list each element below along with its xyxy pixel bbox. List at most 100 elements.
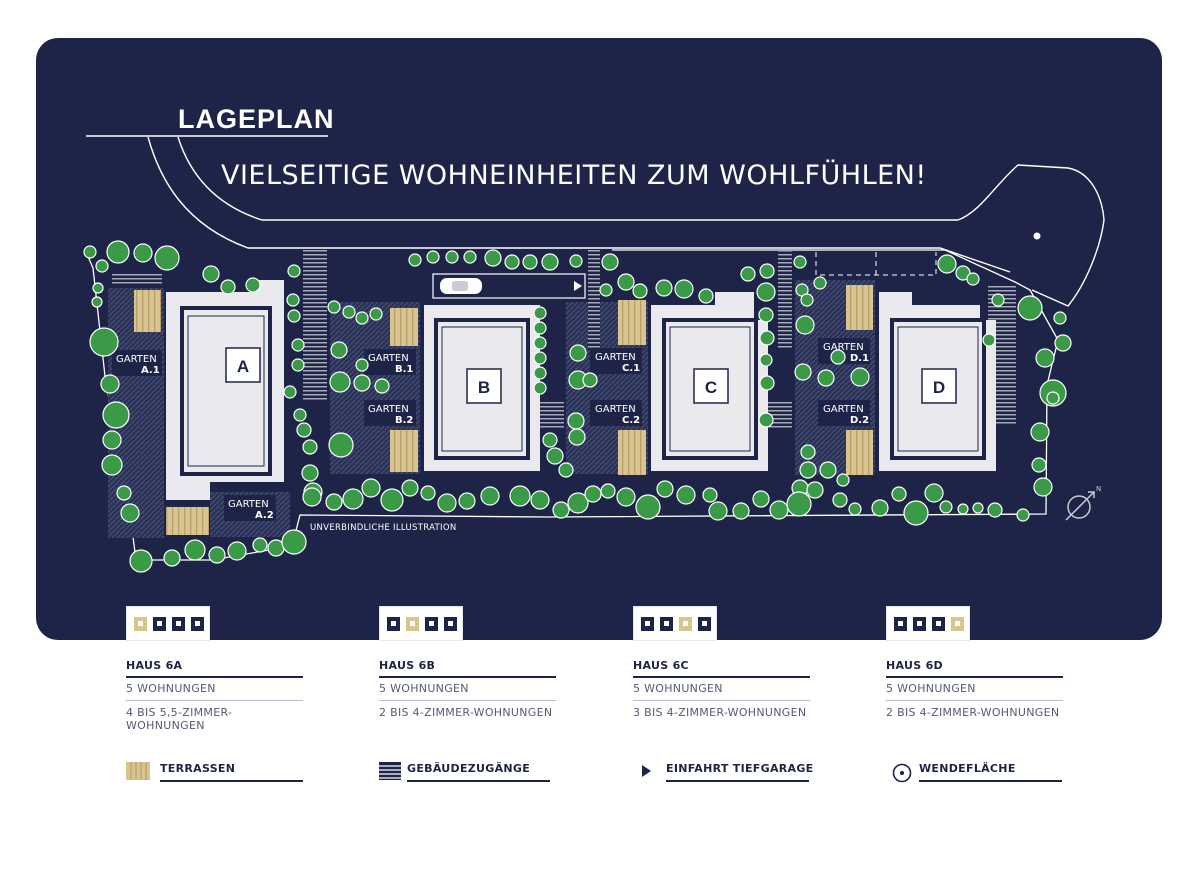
tree-icon <box>903 500 929 526</box>
tree-icon <box>732 502 750 520</box>
tree-icon <box>302 439 318 455</box>
garage-entrance <box>432 273 586 299</box>
tree-icon <box>542 432 558 448</box>
tree-icon <box>793 255 807 269</box>
tree-icon <box>584 485 602 503</box>
access-road <box>147 136 1105 307</box>
svg-text:D.2: D.2 <box>850 415 869 426</box>
tree-icon <box>509 485 531 507</box>
tree-icon <box>937 254 957 274</box>
turning-area-icon <box>892 763 912 783</box>
tree-icon <box>245 277 261 293</box>
tree-icon <box>202 265 220 283</box>
tree-icon <box>522 254 538 270</box>
tree-icon <box>353 374 371 392</box>
building-a: A <box>166 280 284 500</box>
house-rooms: 2 BIS 4-ZIMMER-WOHNUNGEN <box>379 706 553 719</box>
tree-icon <box>480 486 500 506</box>
tree-icon <box>752 490 770 508</box>
legend-label: TERRASSEN <box>160 762 236 775</box>
tree-icon <box>426 250 440 264</box>
tree-icon <box>445 250 459 264</box>
garden-labels: GARTEN A.1 GARTEN A.2 GARTEN B.1 GARTEN … <box>112 338 870 521</box>
legend-label: WENDEFLÄCHE <box>919 762 1016 775</box>
tree-icon <box>972 502 984 514</box>
tree-icon <box>361 478 381 498</box>
tree-icon <box>850 367 870 387</box>
tree-icon <box>95 259 109 273</box>
disclaimer-text: UNVERBINDLICHE ILLUSTRATION <box>310 523 456 533</box>
tree-icon <box>891 486 907 502</box>
tree-icon <box>102 430 122 450</box>
tree-icon <box>569 254 583 268</box>
tree-icon <box>504 254 520 270</box>
tree-icon <box>758 412 774 428</box>
svg-text:GARTEN: GARTEN <box>823 342 864 353</box>
tree-icon <box>1017 295 1043 321</box>
house-title: HAUS 6C <box>633 659 689 672</box>
tree-icon <box>327 300 341 314</box>
tree-icon <box>786 491 812 517</box>
house-6a-unit-icon <box>126 606 210 641</box>
tree-icon <box>293 408 307 422</box>
tree-icon <box>656 480 674 498</box>
tree-icon <box>355 311 369 325</box>
tree-icon <box>458 492 476 510</box>
tree-icon <box>252 537 268 553</box>
tree-icon <box>342 305 356 319</box>
house-6d-unit-icon <box>886 606 970 641</box>
tree-icon <box>759 375 775 391</box>
tree-icon <box>227 541 247 561</box>
north-label: N <box>1096 485 1101 493</box>
tree-icon <box>567 492 589 514</box>
tree-icon <box>759 263 775 279</box>
tree-icon <box>163 549 181 567</box>
tree-icon <box>533 366 547 380</box>
entrance-icon <box>379 762 401 780</box>
tree-icon <box>154 245 180 271</box>
building-b: B <box>424 305 540 471</box>
tree-icon <box>533 381 547 395</box>
north-arrow-icon <box>1065 491 1095 521</box>
plan-heading: LAGEPLAN <box>178 104 335 134</box>
tree-icon <box>1030 422 1050 442</box>
turning-area-icon <box>1033 232 1041 240</box>
terrace-icon <box>126 762 150 780</box>
tree-icon <box>1016 508 1030 522</box>
tree-icon <box>795 315 815 335</box>
svg-text:C.1: C.1 <box>622 363 640 374</box>
garage-arrow-icon <box>574 281 582 291</box>
tree-icon <box>133 243 153 263</box>
house-title: HAUS 6D <box>886 659 943 672</box>
tree-icon <box>708 501 728 521</box>
svg-text:GARTEN: GARTEN <box>823 404 864 415</box>
house-6b-unit-icon <box>379 606 463 641</box>
svg-text:GARTEN: GARTEN <box>595 352 636 363</box>
tree-icon <box>325 493 343 511</box>
tree-icon <box>302 487 322 507</box>
tree-icon <box>758 307 774 323</box>
tree-icon <box>616 487 636 507</box>
tree-icon <box>1035 348 1055 368</box>
house-units: 5 WOHNUNGEN <box>886 682 976 695</box>
tree-icon <box>568 428 586 446</box>
tree-icon <box>91 296 103 308</box>
tree-icon <box>291 358 305 372</box>
tree-icon <box>380 488 404 512</box>
tree-icon <box>698 288 714 304</box>
tree-icon <box>369 307 383 321</box>
tree-icon <box>674 279 694 299</box>
tree-icon <box>1053 311 1067 325</box>
svg-text:A.2: A.2 <box>255 510 274 521</box>
tree-icon <box>617 273 635 291</box>
tree-icon <box>208 546 226 564</box>
tree-icon <box>420 485 436 501</box>
tree-icon <box>552 501 570 519</box>
tree-icon <box>355 358 369 372</box>
tree-icon <box>283 385 297 399</box>
tree-icon <box>342 488 364 510</box>
tree-icon <box>871 499 889 517</box>
house-units: 5 WOHNUNGEN <box>126 682 216 695</box>
svg-text:A.1: A.1 <box>141 365 160 376</box>
tree-icon <box>463 250 477 264</box>
